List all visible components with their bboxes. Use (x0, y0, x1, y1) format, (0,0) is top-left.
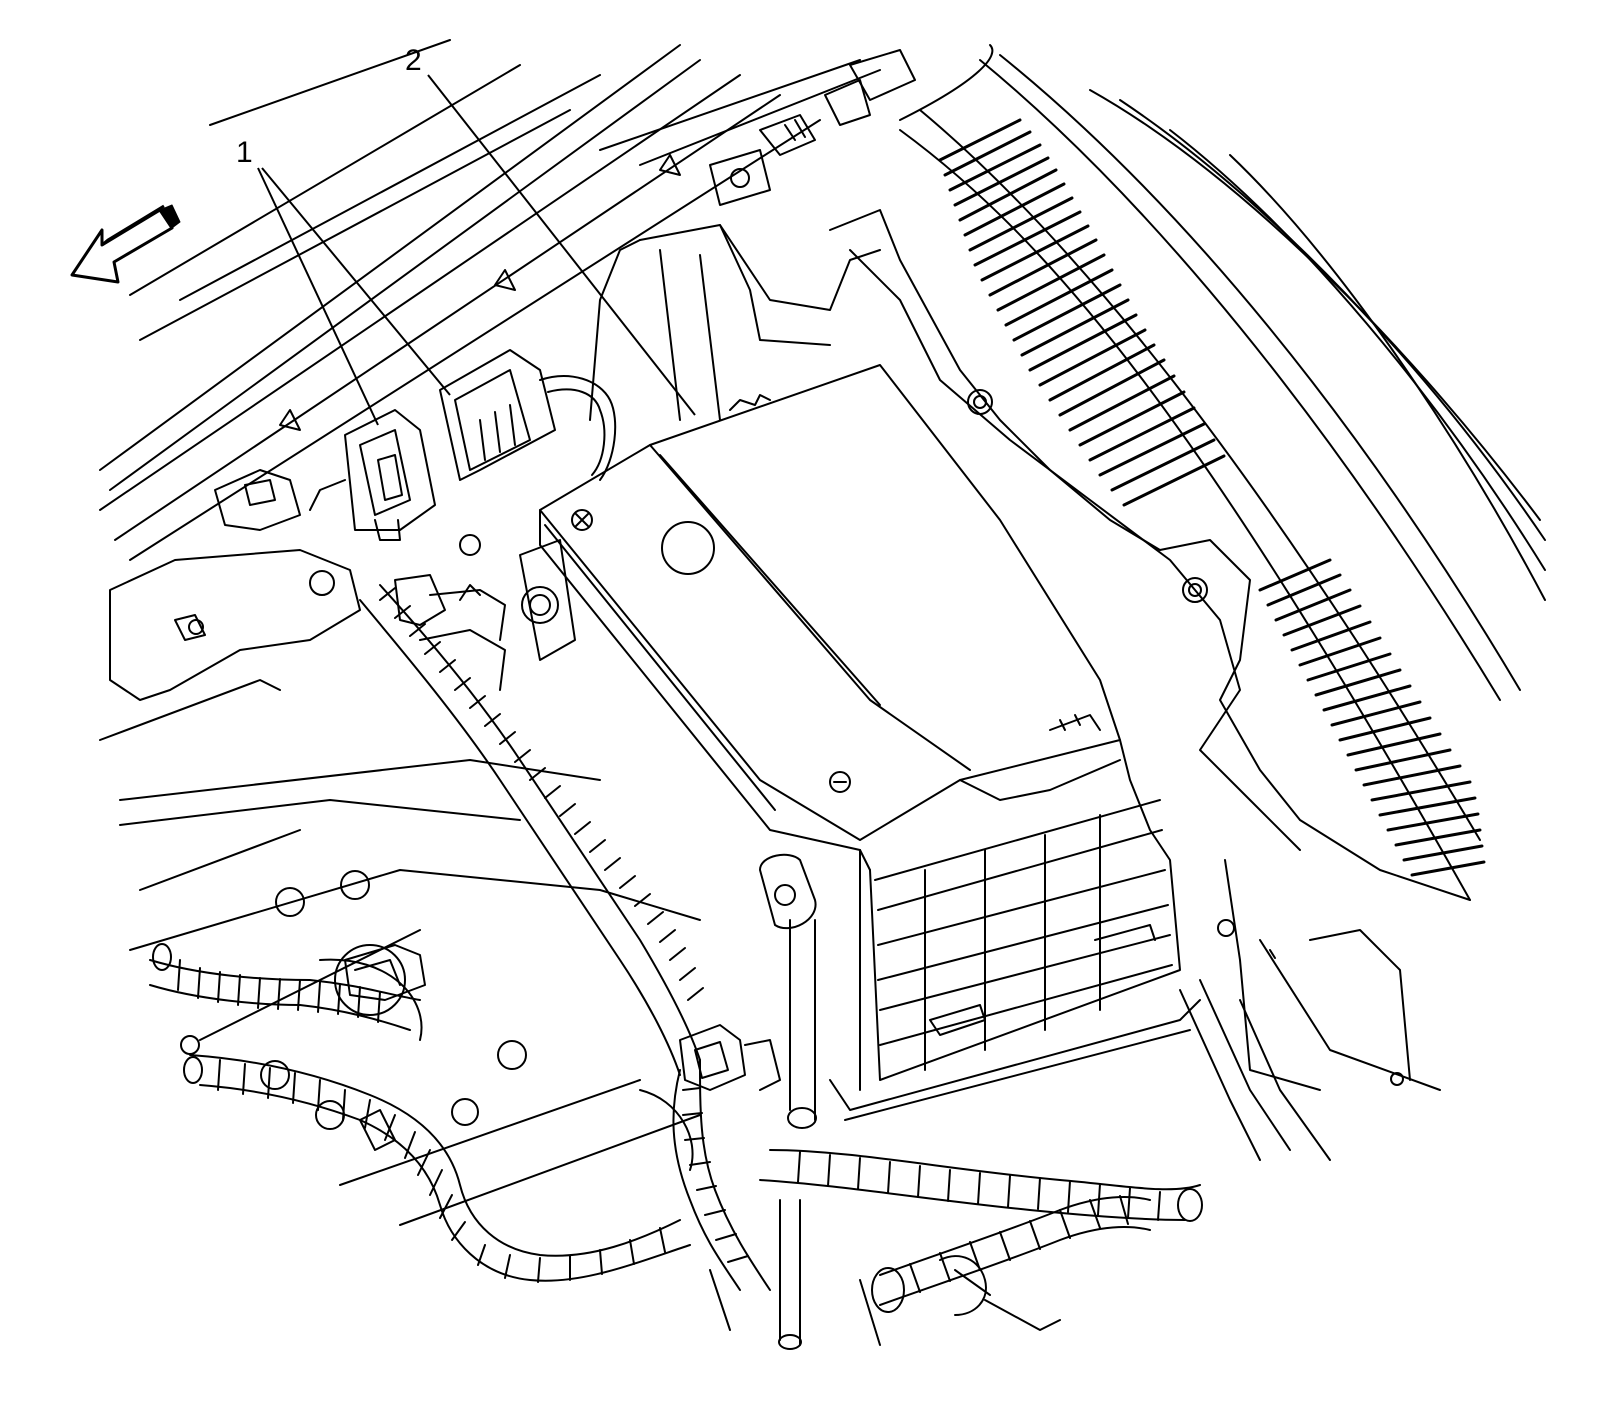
battery-cover-ribs (874, 799, 1173, 1071)
leader-1b (261, 167, 451, 396)
fender-bracket (99, 469, 601, 891)
callout-label-1: 1 (236, 136, 253, 169)
callout-leaders (257, 74, 696, 426)
harness-connector-b (439, 349, 617, 481)
cowl-vent-grille (938, 118, 1486, 877)
harness-connector-a (309, 409, 436, 541)
leader-2 (427, 74, 696, 416)
battery-cover (539, 364, 1201, 1121)
wire-harness (149, 584, 1203, 1313)
fender-rail-lines (99, 39, 881, 561)
callout-label-2: 2 (405, 44, 422, 77)
front-direction-arrow-icon (70, 204, 181, 284)
leader-1a (257, 167, 379, 426)
